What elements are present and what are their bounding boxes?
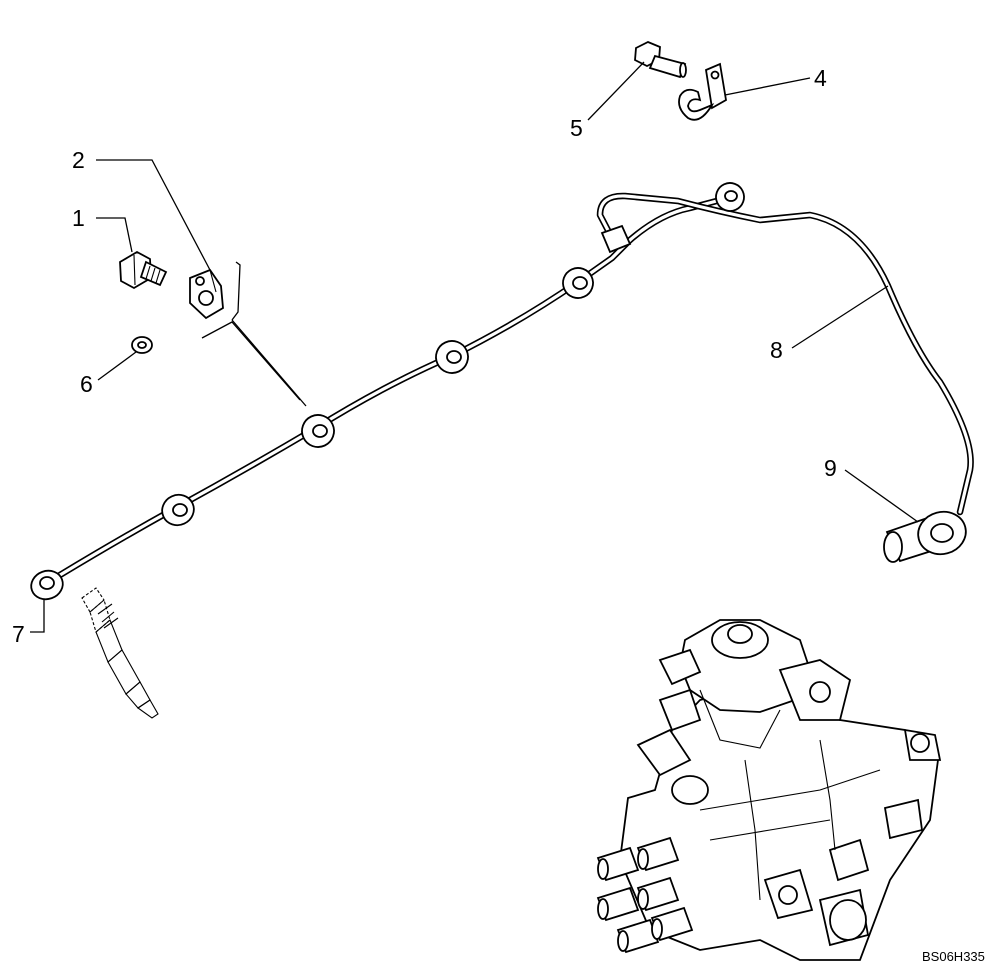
delivery-valve-1 — [596, 846, 640, 882]
delivery-valve-5 — [616, 918, 660, 954]
callout-8: 8 — [770, 337, 783, 363]
p-clip-4 — [678, 62, 727, 121]
banjo-bolt-1 — [119, 250, 168, 290]
bolt-5 — [634, 41, 687, 79]
delivery-valve-3 — [596, 886, 640, 922]
banjo-ring-c — [435, 340, 469, 374]
leader-lines — [30, 61, 919, 633]
clip-2 — [189, 268, 224, 320]
banjo-ring-e — [715, 182, 745, 212]
washer-6 — [131, 336, 153, 354]
delivery-valve-2 — [636, 836, 680, 872]
banjo-ring-7 — [30, 569, 64, 601]
callout-4: 4 — [814, 65, 827, 91]
banjo-ring-a — [161, 493, 195, 527]
end-fitting-9 — [883, 510, 967, 563]
banjo-ring-d — [562, 267, 594, 299]
delivery-valve-6 — [650, 906, 694, 942]
reference-code: BS06H335 — [922, 949, 985, 964]
callout-2: 2 — [72, 147, 85, 173]
callout-7: 7 — [12, 621, 25, 647]
callout-5: 5 — [570, 115, 583, 141]
banjo-ring-b — [301, 414, 335, 448]
injector-ghost — [81, 587, 159, 719]
callout-1: 1 — [72, 205, 85, 231]
callout-9: 9 — [824, 455, 837, 481]
delivery-valve-4 — [636, 876, 680, 912]
return-line-tube — [56, 192, 974, 579]
injection-pump — [596, 619, 942, 961]
callout-6: 6 — [80, 371, 93, 397]
